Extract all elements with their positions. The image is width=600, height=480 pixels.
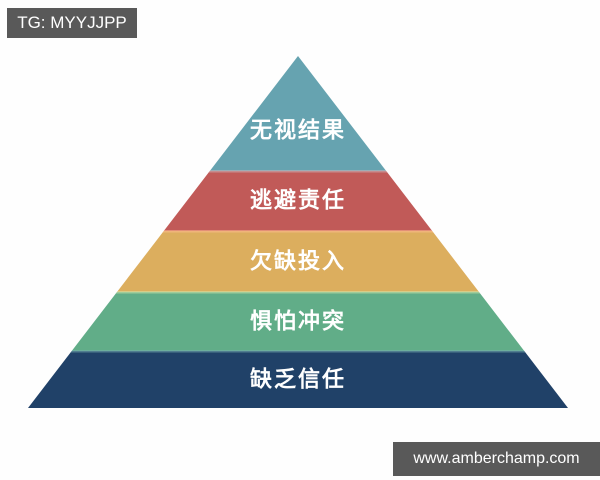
- pyramid-layer-3: [116, 231, 480, 292]
- pyramid-layer-1: [209, 56, 387, 171]
- pyramid-layer-4: [71, 292, 525, 351]
- watermark-top-left: TG: MYYJJPP: [7, 8, 137, 38]
- pyramid-layer-label-3: 欠缺投入: [250, 249, 346, 275]
- pyramid-layer-label-5: 缺乏信任: [250, 367, 346, 393]
- layer-seam-2: [162, 230, 434, 233]
- pyramid-layer-2: [163, 171, 433, 231]
- layer-seam-1: [208, 170, 388, 173]
- pyramid-layer-label-1: 无视结果: [250, 118, 346, 144]
- pyramid-layer-5: [28, 351, 568, 408]
- watermark-bottom-right: www.amberchamp.com: [393, 442, 600, 476]
- pyramid-layer-label-4: 惧怕冲突: [250, 309, 346, 335]
- layer-seam-3: [115, 291, 481, 294]
- layer-seam-4: [70, 350, 526, 353]
- pyramid-layer-label-2: 逃避责任: [250, 188, 346, 214]
